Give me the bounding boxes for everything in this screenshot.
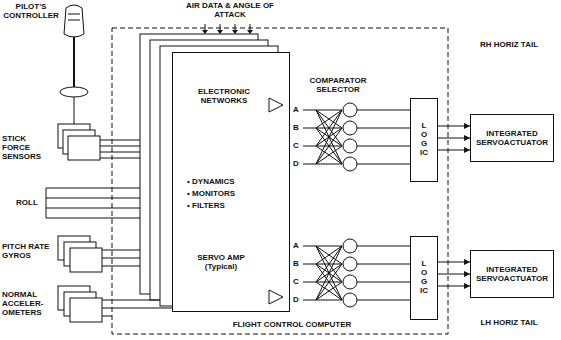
- node-label: FLIGHT CONTROL COMPUTER: [212, 320, 372, 329]
- output-label: RH HORIZ TAIL: [462, 40, 556, 49]
- comparator-network: [303, 103, 410, 307]
- channel-letter: B: [293, 259, 302, 268]
- logic-box: LOGIC: [410, 98, 438, 182]
- channel-letter: C: [293, 141, 302, 150]
- channel-letter: C: [293, 277, 302, 286]
- node-label: INTEGRATED SERVOACTUATOR: [471, 129, 553, 147]
- stick-force-sensor-boxes: [58, 124, 100, 160]
- computer-housing: [112, 28, 448, 334]
- node-label: • DYNAMICS: [187, 177, 277, 186]
- channel-letter: A: [293, 241, 302, 250]
- signal-arrow: [438, 138, 470, 139]
- channel-letter: D: [293, 295, 302, 304]
- signal-arrow: [438, 262, 470, 263]
- logic-label: LOGIC: [420, 260, 428, 295]
- node-label: • FILTERS: [187, 201, 277, 210]
- accelerometer-boxes: [58, 286, 102, 322]
- channel-letter: D: [293, 159, 302, 168]
- comparator-label: COMPARATOR SELECTOR: [306, 76, 370, 94]
- sensor-label: STICK FORCE SENSORS: [2, 134, 52, 162]
- input-label: AIR DATA & ANGLE OF ATTACK: [175, 1, 285, 19]
- circuit-board: ELECTRONIC NETWORKS • DYNAMICS • MONITORS •…: [172, 52, 290, 312]
- channel-letter: A: [293, 105, 302, 114]
- node-label: • MONITORS: [187, 189, 277, 198]
- controller-label: PILOT'S CONTROLLER: [2, 2, 60, 20]
- signal-arrow: [438, 126, 470, 127]
- output-label: LH HORIZ TAIL: [462, 318, 556, 327]
- logic-label: LOGIC: [420, 122, 428, 157]
- node-label: SERVO AMP (Typical): [181, 253, 261, 271]
- logic-box: LOGIC: [410, 236, 438, 320]
- sensor-label: NORMAL ACCELER- OMETERS: [2, 290, 52, 318]
- computer-housing-label-box: FLIGHT CONTROL COMPUTER ELECTRONIC NETWOR…: [112, 28, 448, 334]
- air-data-lines: [205, 24, 250, 32]
- control-stick: [60, 5, 88, 124]
- sensor-label: ROLL: [16, 198, 44, 207]
- channel-letter: B: [293, 123, 302, 132]
- pitch-rate-gyro-boxes: [58, 236, 102, 272]
- signal-arrow: [438, 150, 470, 151]
- servoactuator-box: INTEGRATED SERVOACTUATOR: [470, 250, 554, 298]
- signal-arrow: [438, 286, 470, 287]
- node-label: INTEGRATED SERVOACTUATOR: [471, 265, 553, 283]
- signal-arrow: [438, 274, 470, 275]
- sensor-label: PITCH RATE GYROS: [2, 242, 52, 260]
- node-label: ELECTRONIC NETWORKS: [181, 87, 267, 105]
- servoactuator-box: INTEGRATED SERVOACTUATOR: [470, 114, 554, 162]
- sensor-wires: [46, 140, 172, 316]
